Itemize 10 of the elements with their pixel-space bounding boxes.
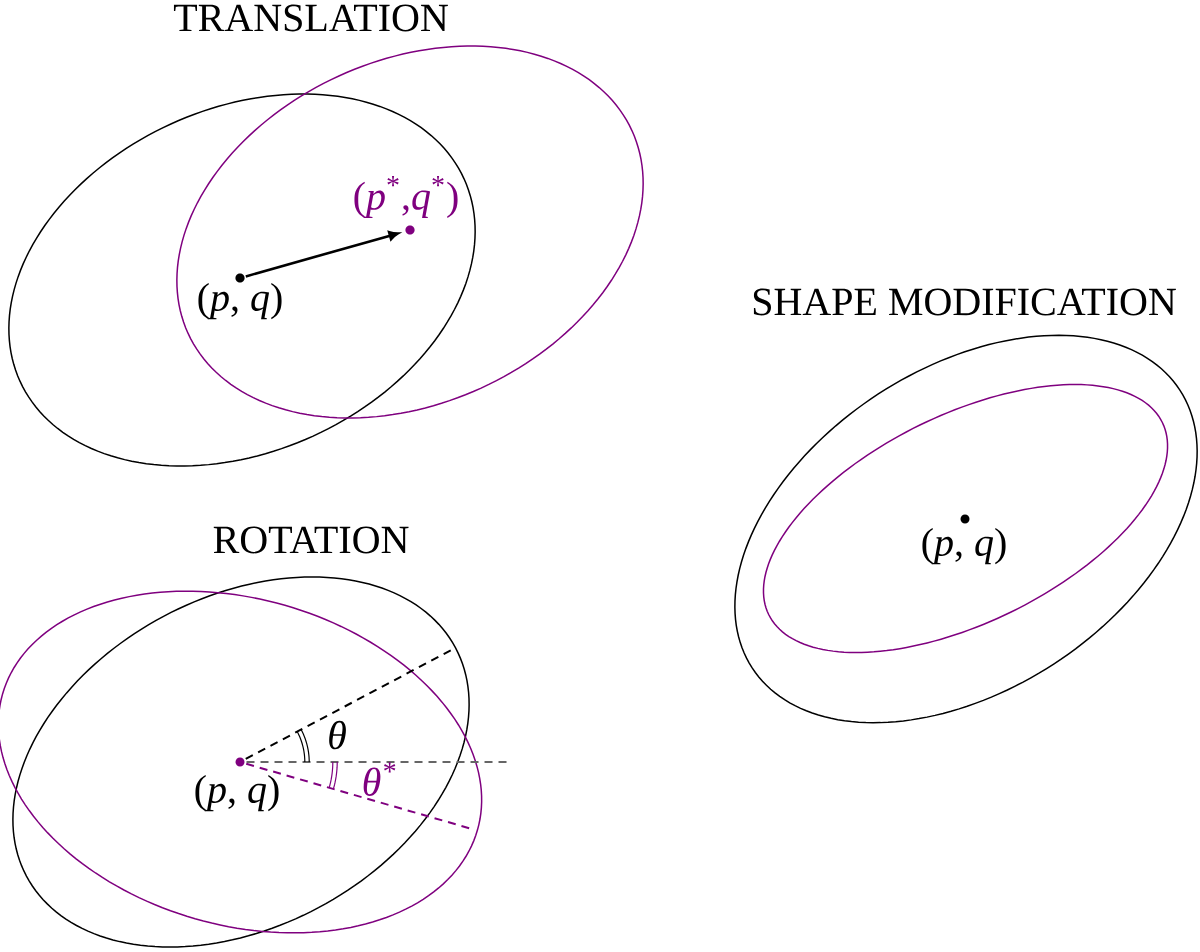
angle-label: θ	[329, 720, 346, 750]
coordinate-label: (p, q)	[198, 282, 282, 320]
coordinate-label: (p$^{*}$,q$^{*}$)	[354, 176, 458, 218]
section-title: SHAPE MODIFICATION	[753, 288, 1176, 316]
section-title: TRANSLATION	[173, 4, 448, 32]
coordinate-label: (p, q)	[922, 527, 1006, 565]
coordinate-label: (p, q)	[195, 774, 279, 812]
section-title: ROTATION	[213, 526, 409, 554]
angle-label: θ$^{*}$	[363, 762, 396, 796]
arrow	[245, 230, 400, 278]
